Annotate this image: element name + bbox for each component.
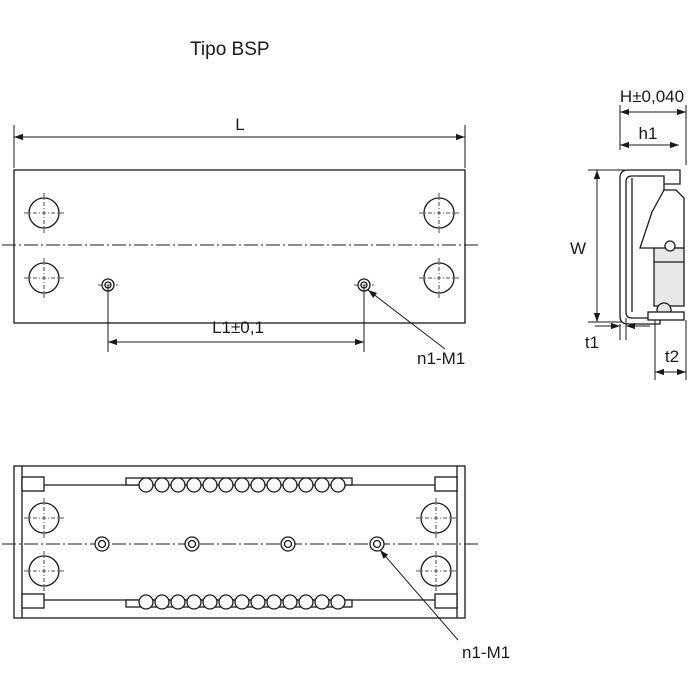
clip-body (664, 189, 685, 248)
bottom-view: n1-M1 (2, 465, 510, 662)
mounting-hole (416, 551, 456, 591)
threaded-hole (369, 536, 385, 552)
mounting-hole (419, 193, 459, 233)
top-view: L (2, 115, 478, 368)
h1-label: h1 (639, 124, 658, 143)
threaded-hole (94, 536, 110, 552)
mounting-hole (24, 193, 64, 233)
hole-callout-leader (379, 549, 459, 641)
mounting-hole (24, 498, 64, 538)
retainer-block (653, 247, 685, 307)
width-label: W (570, 239, 586, 258)
mounting-hole (24, 258, 64, 298)
hole-callout-label: n1-M1 (417, 349, 465, 368)
hole-callout-leader (367, 289, 446, 350)
side-view: H±0,040 h1 W t1 t2 (570, 87, 687, 380)
mounting-hole (416, 498, 456, 538)
roller-row-top (138, 477, 346, 493)
corner-notch (21, 593, 45, 609)
hole-callout-label: n1-M1 (462, 643, 510, 662)
t1-label: t1 (585, 333, 599, 352)
t2-label: t2 (665, 347, 679, 366)
clip-spring (639, 184, 665, 249)
threaded-hole (280, 536, 296, 552)
plate-outline (13, 169, 466, 324)
drawing-title: Tipo BSP (190, 39, 270, 60)
corner-notch (434, 476, 458, 492)
corner-notch (434, 593, 458, 609)
threaded-hole (184, 536, 200, 552)
rail-profile (619, 169, 681, 325)
mounting-hole (419, 258, 459, 298)
corner-notch (21, 476, 45, 492)
mounting-hole (24, 551, 64, 591)
height-label: H±0,040 (620, 87, 684, 106)
pitch-label: L1±0,1 (212, 318, 264, 337)
length-label: L (235, 115, 244, 134)
cage-strip (647, 311, 685, 321)
roller-row-bottom (138, 594, 346, 610)
screw-head (664, 240, 676, 252)
